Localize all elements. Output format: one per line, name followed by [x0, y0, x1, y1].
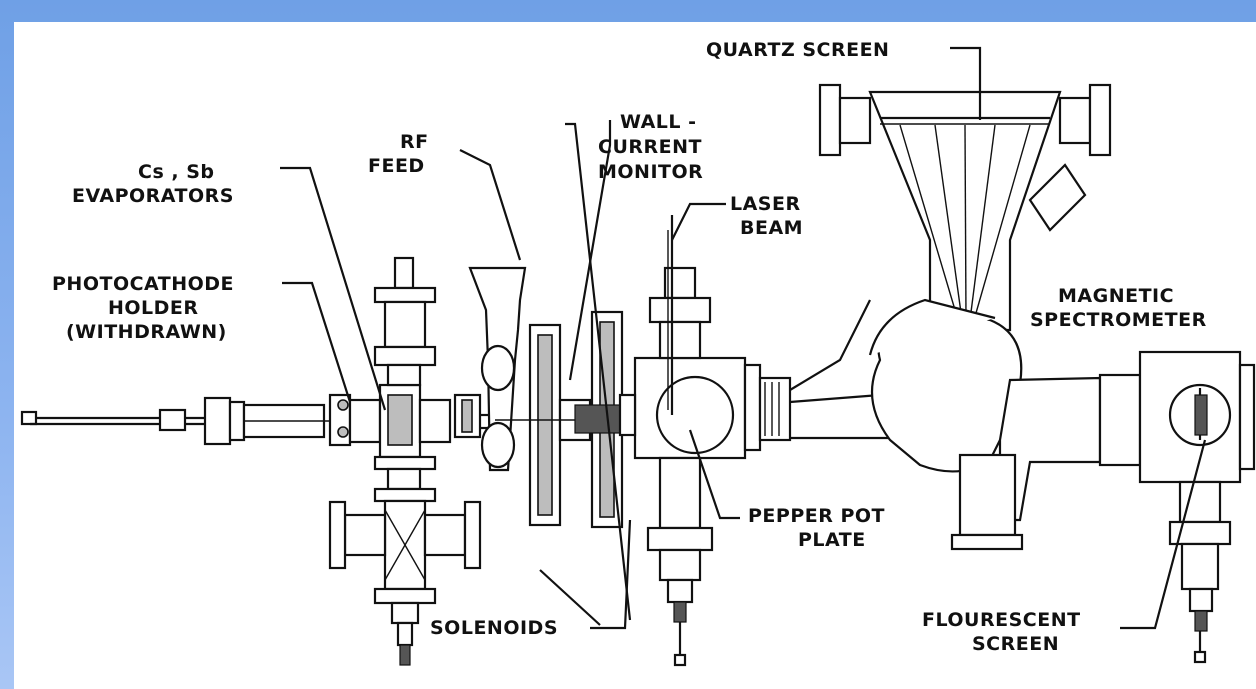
- evaporator-cross: [328, 256, 482, 666]
- label-pepper-pot-line2: PLATE: [798, 529, 866, 551]
- label-wall-monitor-line3: MONITOR: [598, 161, 703, 183]
- label-rf-feed-line1: RF: [400, 131, 429, 153]
- label-wall-monitor-line2: CURRENT: [598, 136, 702, 158]
- label-photocathode-line3: (WITHDRAWN): [66, 321, 227, 343]
- rf-gun-solenoids: [453, 266, 640, 529]
- label-laser-beam-line1: LASER: [730, 193, 801, 215]
- beam-pipe: [20, 393, 890, 446]
- leader-lines: [280, 46, 1207, 630]
- label-photocathode-line2: HOLDER: [108, 297, 199, 319]
- label-flourescent-line2: SCREEN: [972, 633, 1059, 655]
- label-flourescent-line1: FLOURESCENT: [922, 609, 1081, 631]
- label-pepper-pot-line1: PEPPER POT: [748, 505, 885, 527]
- label-magnetic-line1: MAGNETIC: [1058, 285, 1174, 307]
- label-magnetic-line2: SPECTROMETER: [1030, 309, 1207, 331]
- diagnostic-cross: [618, 215, 792, 667]
- label-laser-beam-line2: BEAM: [740, 217, 803, 239]
- label-evaporators-line1: Cs , Sb: [138, 161, 215, 183]
- label-evaporators-line2: EVAPORATORS: [72, 185, 234, 207]
- spectrometer: [818, 83, 1256, 664]
- diagram-paper: [14, 22, 1256, 689]
- label-wall-monitor-line1: WALL -: [620, 111, 697, 133]
- label-rf-feed-line2: FEED: [368, 155, 425, 177]
- label-quartz-screen: QUARTZ SCREEN: [706, 39, 889, 61]
- labels: QUARTZ SCREEN RF FEED WALL - CURRENT MON…: [52, 39, 1207, 655]
- label-photocathode-line1: PHOTOCATHODE: [52, 273, 234, 295]
- label-solenoids: SOLENOIDS: [430, 617, 558, 639]
